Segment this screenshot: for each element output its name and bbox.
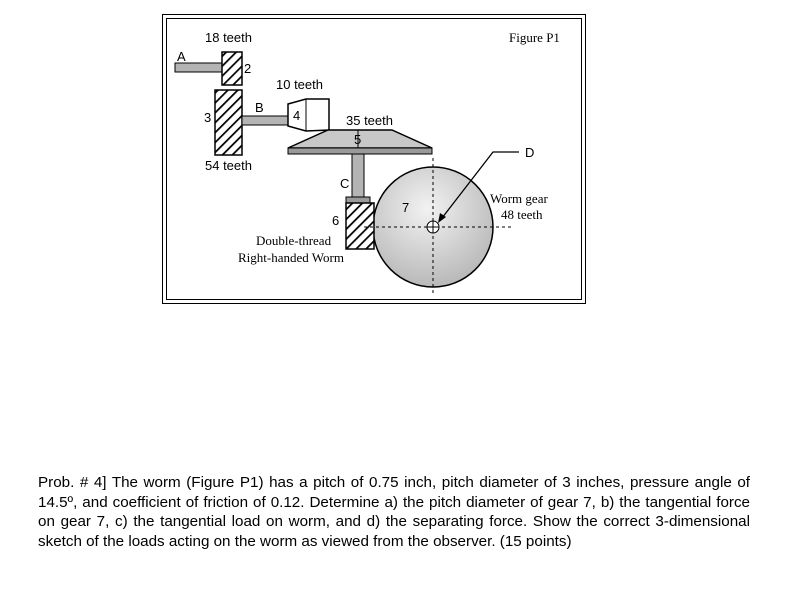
label-54-teeth: 54 teeth	[205, 158, 252, 173]
figure-outer-frame	[162, 14, 586, 304]
label-d: D	[525, 145, 534, 160]
problem-statement: Prob. # 4] The worm (Figure P1) has a pi…	[38, 474, 750, 550]
label-5: 5	[354, 132, 361, 147]
label-b: B	[255, 100, 264, 115]
shaft-b	[241, 115, 290, 126]
label-right-handed-worm: Right-handed Worm	[238, 250, 344, 265]
label-2: 2	[244, 61, 251, 76]
label-4: 4	[293, 108, 300, 123]
worm-6	[345, 202, 375, 250]
worm-collar	[345, 196, 371, 204]
label-35-teeth: 35 teeth	[346, 113, 393, 128]
leader-line-d	[441, 151, 519, 219]
label-10-teeth: 10 teeth	[276, 77, 323, 92]
shaft-c	[351, 153, 365, 200]
label-18-teeth: 18 teeth	[205, 30, 252, 45]
label-c: C	[340, 176, 349, 191]
label-7: 7	[402, 200, 409, 215]
gear-3	[214, 89, 243, 156]
label-worm-gear: Worm gear	[490, 191, 548, 206]
label-a: A	[177, 49, 186, 64]
label-3: 3	[204, 110, 211, 125]
figure-inner-frame	[166, 18, 582, 300]
label-48-teeth: 48 teeth	[501, 207, 543, 222]
shaft-a	[174, 62, 223, 73]
figure-title: Figure P1	[509, 30, 560, 45]
label-6: 6	[332, 213, 339, 228]
leader-arrowhead	[438, 213, 446, 223]
gear-2	[221, 51, 243, 86]
label-double-thread: Double-thread	[256, 233, 332, 248]
gear-5-base	[287, 147, 433, 155]
